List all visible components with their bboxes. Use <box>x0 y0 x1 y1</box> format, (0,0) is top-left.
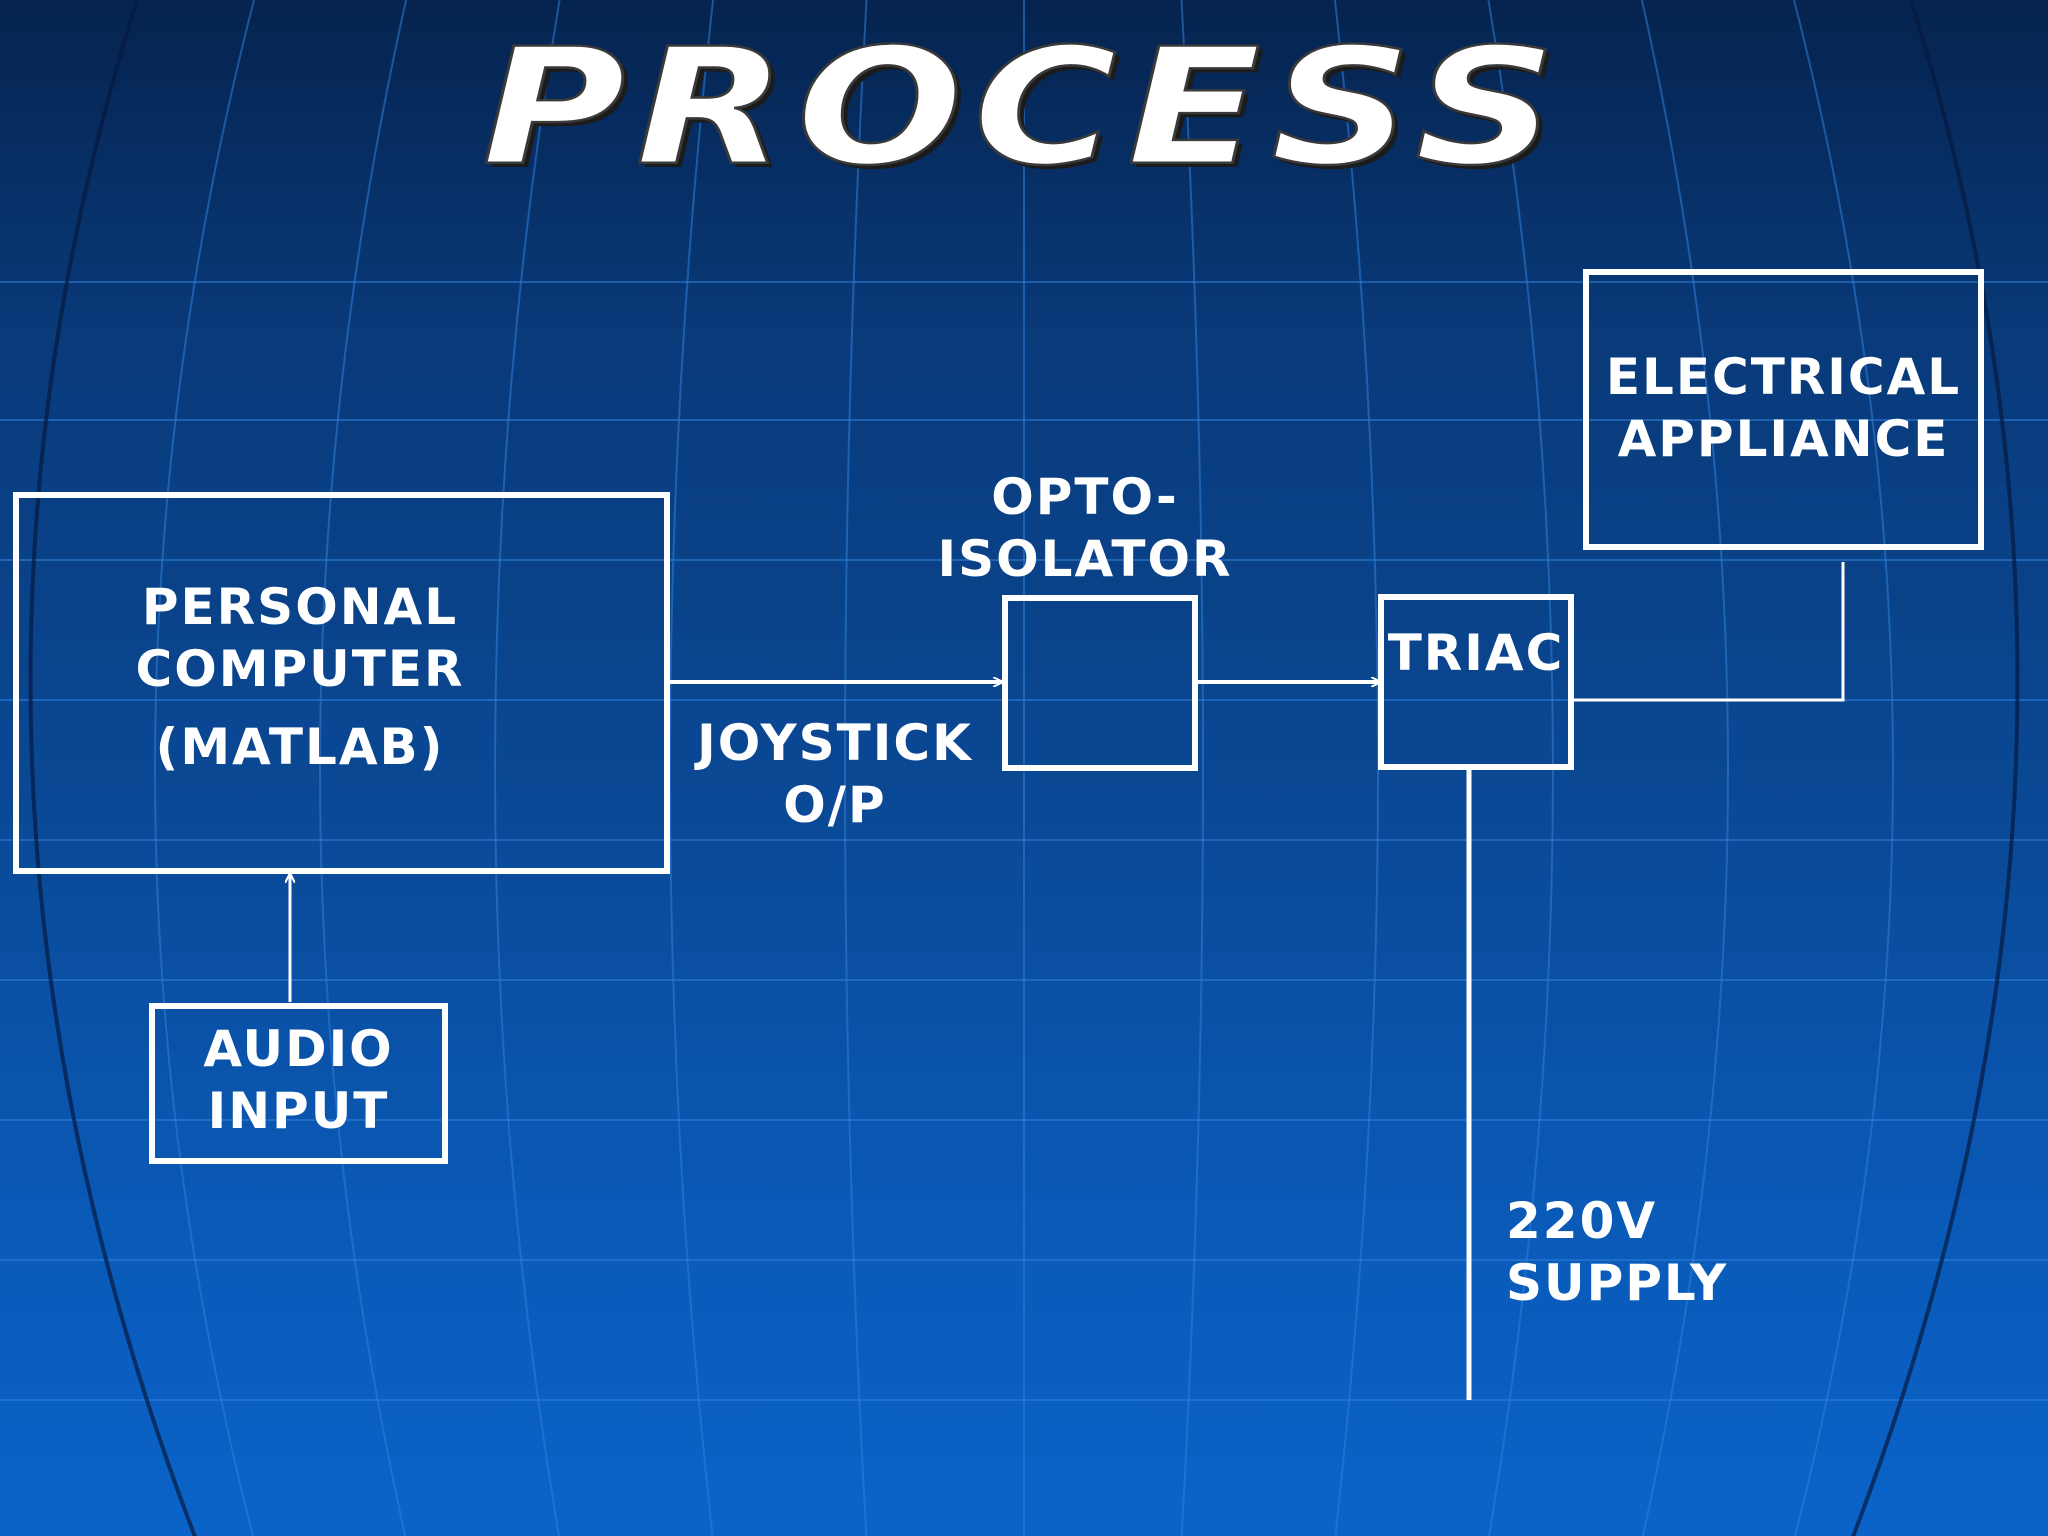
electrical-appliance-block <box>1583 269 1984 550</box>
appliance-label-line1: ELECTRICAL <box>1605 348 1962 406</box>
personal-computer-block <box>13 492 670 874</box>
audio-input-block <box>149 1003 448 1164</box>
supply-label-line1: 220V <box>1506 1192 1658 1250</box>
audio-label-line1: AUDIO <box>203 1020 394 1078</box>
opto-isolator-label: OPTO- ISOLATOR <box>900 466 1270 590</box>
pc-label-line1: PERSONAL <box>141 578 459 636</box>
joystick-output-label: JOYSTICK O/P <box>680 712 990 836</box>
opto-label-line2: ISOLATOR <box>937 530 1233 588</box>
joystick-label-line2: O/P <box>783 776 887 834</box>
supply-label-line2: SUPPLY <box>1506 1254 1729 1312</box>
triac-block <box>1378 594 1574 770</box>
personal-computer-label: PERSONAL COMPUTER (MATLAB) <box>60 576 540 778</box>
audio-label-line2: INPUT <box>207 1082 390 1140</box>
pc-label-line2: COMPUTER <box>135 640 465 698</box>
pc-label-line3: (MATLAB) <box>155 718 445 776</box>
appliance-label-line2: APPLIANCE <box>1617 410 1950 468</box>
supply-label: 220V SUPPLY <box>1506 1190 1836 1314</box>
opto-isolator-block <box>1002 595 1198 771</box>
page-title: PROCESS <box>480 14 1567 202</box>
opto-label-line1: OPTO- <box>991 468 1179 526</box>
joystick-label-line1: JOYSTICK <box>697 714 973 772</box>
electrical-appliance-label: ELECTRICAL APPLIANCE <box>1583 346 1984 470</box>
triac-to-appliance-line <box>1574 562 1845 702</box>
triac-label: TRIAC <box>1387 624 1565 682</box>
audio-input-label: AUDIO INPUT <box>149 1018 448 1142</box>
